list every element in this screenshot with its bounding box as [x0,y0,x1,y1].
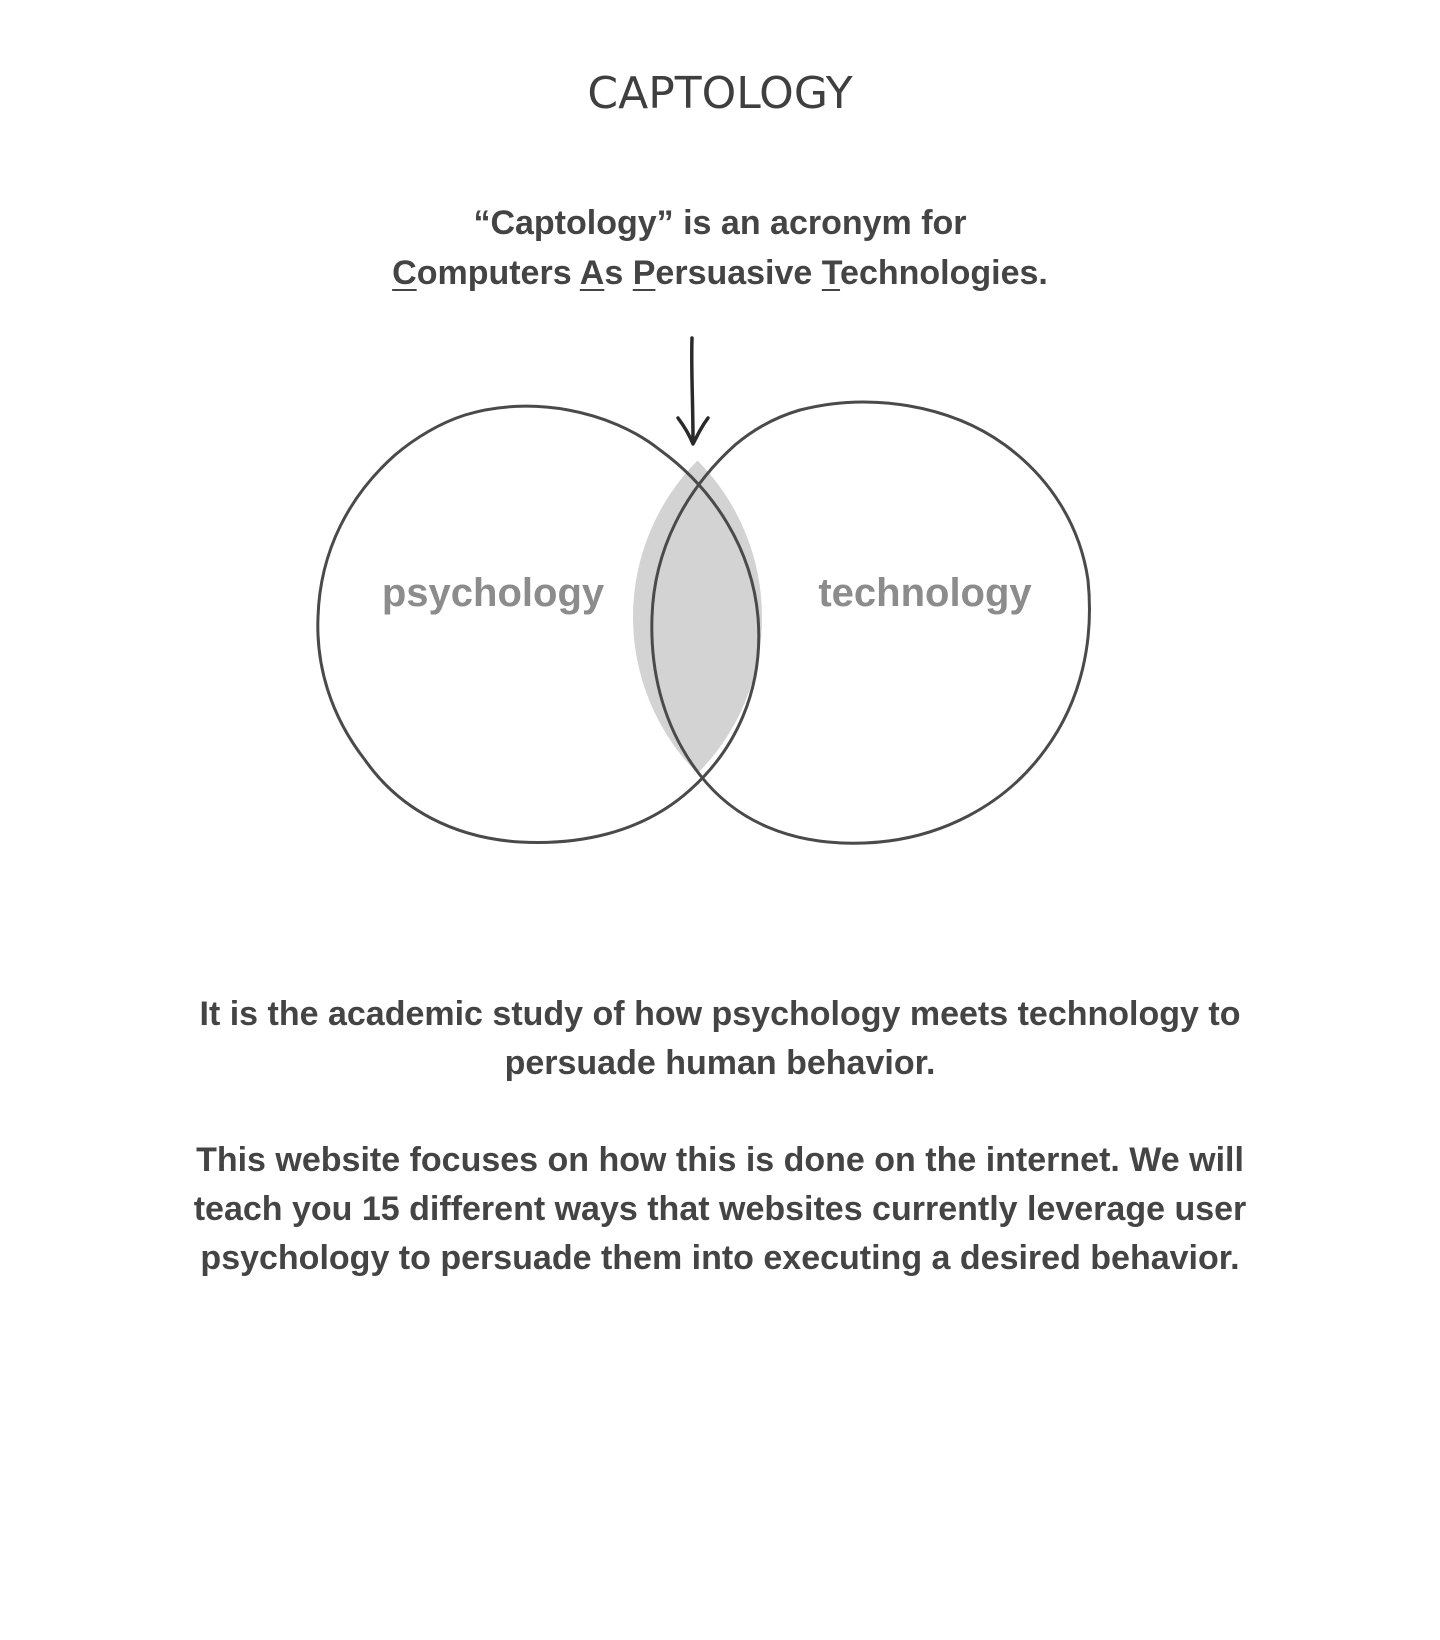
venn-circle-psychology [316,404,761,844]
acronym-initial-t: T [821,254,841,292]
acronym-initial-a: A [579,254,605,292]
venn-circle-technology [650,400,1091,845]
venn-label-psychology: psychology [382,571,605,615]
acronym-word-as: s [604,254,624,292]
venn-diagram: psychology technology [316,336,1091,845]
acronym-definition: “Captology” is an acronym for Computers … [0,198,1440,298]
definition-intro: “Captology” is an acronym for [473,204,967,242]
website-purpose: This website focuses on how this is done… [193,1141,1247,1277]
acronym-initial-p: P [632,254,656,292]
acronym-initial-c: C [392,254,417,292]
arrow-down-icon [676,336,710,446]
acronym-word-technologies: echnologies. [840,254,1048,292]
study-description: It is the academic study of how psycholo… [199,995,1241,1082]
acronym-word-persuasive: ersuasive [655,254,813,292]
page-title: CAPTOLOGY [587,68,853,119]
acronym-expansion: Computers As Persuasive Technologies. [0,248,1440,298]
acronym-word-computers: omputers [416,254,572,292]
venn-label-technology: technology [818,571,1032,615]
